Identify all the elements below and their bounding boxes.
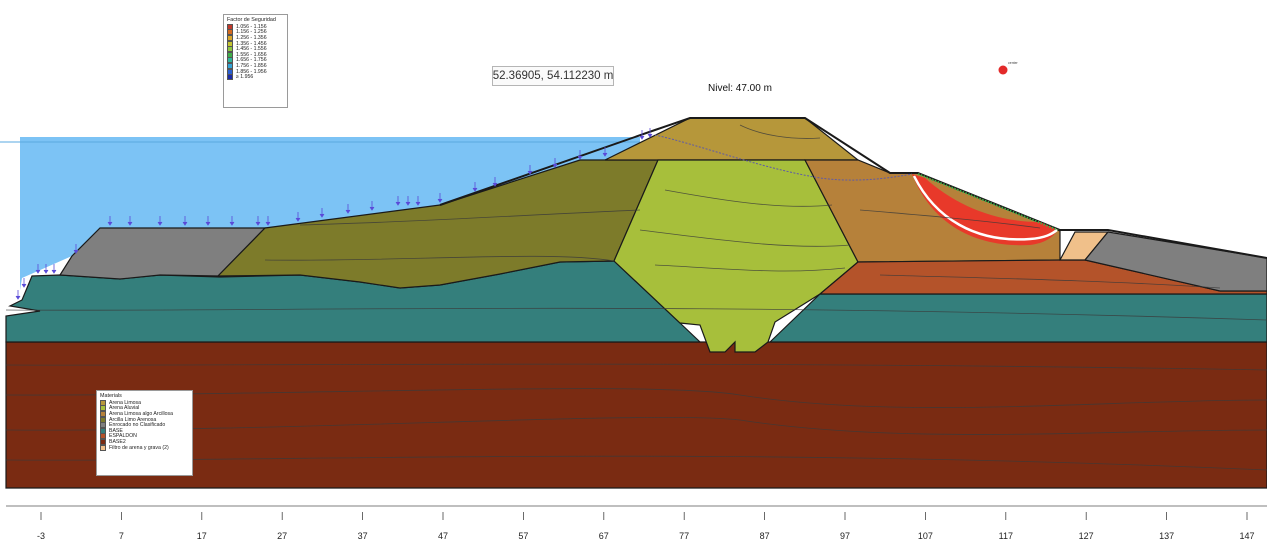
material-legend-row: BASE2 bbox=[100, 438, 190, 445]
material-legend-row: Arena Aluvial bbox=[100, 405, 190, 412]
safety-legend-row: 1.156 - 1.256 bbox=[227, 29, 285, 36]
safety-legend-label: 1.256 - 1.356 bbox=[236, 34, 267, 41]
material-legend-row: Filtro de arena y grava (2) bbox=[100, 444, 190, 451]
safety-legend-label: 1.656 - 1.756 bbox=[236, 57, 267, 64]
material-legend-row: Enrocado no Clasificado bbox=[100, 422, 190, 429]
x-axis-tick-label: 27 bbox=[277, 531, 288, 541]
slip-center-point[interactable] bbox=[998, 65, 1008, 75]
safety-legend-row: 1.656 - 1.756 bbox=[227, 57, 285, 64]
material-legend-label: Arena Limosa bbox=[109, 399, 142, 406]
x-axis-tick-label: 47 bbox=[437, 531, 448, 541]
legend-swatch bbox=[227, 74, 233, 81]
legend-swatch bbox=[227, 29, 233, 36]
coordinate-readout: 52.36905, 54.112230 m bbox=[492, 66, 614, 86]
legend-swatch bbox=[100, 433, 106, 440]
legend-swatch bbox=[100, 405, 106, 412]
material-legend-row: ESPALDON bbox=[100, 433, 190, 440]
legend-swatch bbox=[227, 57, 233, 64]
x-axis-tick-label: 67 bbox=[598, 531, 609, 541]
x-axis-tick-label: -3 bbox=[36, 531, 45, 541]
crest-cap bbox=[604, 117, 860, 161]
material-legend-label: Arcilla Limo Arenosa bbox=[109, 416, 157, 423]
material-legend-label: Arena Aluvial bbox=[109, 405, 140, 412]
legend-swatch bbox=[100, 399, 106, 406]
x-axis-tick-label: 107 bbox=[917, 531, 933, 541]
critical-slip-surface bbox=[912, 175, 1058, 241]
material-legend-row: Arena Limosa bbox=[100, 399, 190, 406]
legend-swatch bbox=[227, 51, 233, 58]
material-legend-row: Arena Limosa algo Arcillosa bbox=[100, 410, 190, 417]
safety-legend-row: 1.056 - 1.156 bbox=[227, 23, 285, 30]
slope-surface-marks bbox=[917, 173, 1059, 231]
legend-swatch bbox=[227, 68, 233, 75]
safety-legend-row: 1.456 - 1.556 bbox=[227, 46, 285, 53]
x-axis-tick-label: 97 bbox=[839, 531, 850, 541]
safety-legend-label: 1.556 - 1.656 bbox=[236, 51, 267, 58]
legend-swatch bbox=[100, 438, 106, 445]
x-axis-tick-label: 127 bbox=[1078, 531, 1094, 541]
x-axis-tick-label: 77 bbox=[679, 531, 690, 541]
x-axis-tick-label: 17 bbox=[196, 531, 207, 541]
safety-legend-row: 1.556 - 1.656 bbox=[227, 51, 285, 58]
material-legend-row: BASE bbox=[100, 427, 190, 434]
safety-legend-label: 1.856 - 1.956 bbox=[236, 68, 267, 75]
legend-swatch bbox=[100, 410, 106, 417]
safety-legend-label: 1.356 - 1.456 bbox=[236, 40, 267, 47]
legend-swatch bbox=[100, 444, 106, 451]
phreatic-line bbox=[654, 134, 913, 181]
legend-swatch bbox=[227, 23, 233, 30]
safety-legend-row: 1.756 - 1.856 bbox=[227, 62, 285, 69]
critical-slip-zone bbox=[912, 174, 1058, 246]
safety-legend-label: 1.156 - 1.256 bbox=[236, 29, 267, 36]
x-axis-tick-label: 117 bbox=[998, 531, 1013, 541]
material-legend-label: ESPALDON bbox=[109, 433, 137, 440]
materials-legend-title: Materials bbox=[100, 393, 122, 399]
safety-legend-label: 1.056 - 1.156 bbox=[236, 23, 267, 30]
x-axis-tick-label: 7 bbox=[118, 531, 124, 541]
safety-legend-label: 1.456 - 1.556 bbox=[236, 46, 267, 53]
legend-swatch bbox=[100, 422, 106, 429]
safety-legend-title: Factor de Seguridad bbox=[227, 17, 276, 23]
legend-swatch bbox=[100, 416, 106, 423]
material-legend-label: Enrocado no Clasificado bbox=[109, 422, 166, 429]
water-load-arrows bbox=[15, 128, 653, 300]
material-legend-label: Filtro de arena y grava (2) bbox=[109, 444, 169, 451]
reservoir-water bbox=[20, 137, 640, 290]
legend-swatch bbox=[227, 34, 233, 41]
safety-legend-row: 1.356 - 1.456 bbox=[227, 40, 285, 47]
material-legend-label: Arena Limosa algo Arcillosa bbox=[109, 410, 174, 417]
x-axis-tick-label: 37 bbox=[357, 531, 368, 541]
material-legend-label: BASE2 bbox=[109, 438, 126, 445]
legend-swatch bbox=[100, 427, 106, 434]
safety-legend-row: 1.856 - 1.956 bbox=[227, 68, 285, 75]
safety-legend-row: ≥ 1.956 bbox=[227, 74, 285, 81]
water-level-label: Nivel: 47.00 m bbox=[708, 83, 772, 94]
safety-legend-label: ≥ 1.956 bbox=[236, 74, 254, 81]
legend-swatch bbox=[227, 62, 233, 69]
upstream-rockfill bbox=[58, 227, 267, 280]
safety-legend-label: 1.756 - 1.856 bbox=[236, 62, 267, 69]
x-axis-tick-label: 57 bbox=[518, 531, 529, 541]
contour-lines bbox=[5, 124, 1267, 471]
material-legend-row: Arcilla Limo Arenosa bbox=[100, 416, 190, 423]
x-axis bbox=[6, 505, 1267, 520]
material-legend-label: BASE bbox=[109, 427, 123, 434]
legend-swatch bbox=[227, 46, 233, 53]
dam-outline bbox=[439, 117, 1267, 259]
slip-center-label: center bbox=[1008, 61, 1018, 65]
legend-swatch bbox=[227, 40, 233, 47]
x-axis-tick-label: 147 bbox=[1239, 531, 1255, 541]
x-axis-tick-label: 137 bbox=[1159, 531, 1175, 541]
safety-legend-row: 1.256 - 1.356 bbox=[227, 34, 285, 41]
x-axis-tick-label: 87 bbox=[759, 531, 770, 541]
